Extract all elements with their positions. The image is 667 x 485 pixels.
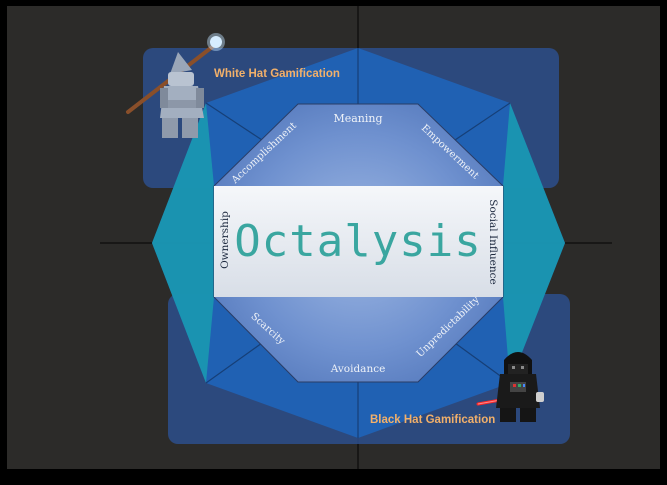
ownership-sector <box>152 103 214 383</box>
drive-label-avoidance: Avoidance <box>330 363 386 375</box>
diagram-title: Octalysis <box>234 216 481 267</box>
wizard-minifigure-icon <box>126 33 225 138</box>
black-hat-label: Black Hat Gamification <box>370 414 495 426</box>
drive-label-ownership: Ownership <box>219 211 231 269</box>
sector-dividers <box>205 48 511 438</box>
drive-label-meaning: Meaning <box>333 112 382 125</box>
title-band <box>214 186 503 297</box>
social-influence-sector <box>503 103 565 383</box>
dark-lord-minifigure-icon <box>476 352 544 422</box>
bottom-letterbox <box>0 469 667 485</box>
white-hat-label: White Hat Gamification <box>214 68 340 80</box>
drive-label-social-influence: Social Influence <box>487 199 499 284</box>
